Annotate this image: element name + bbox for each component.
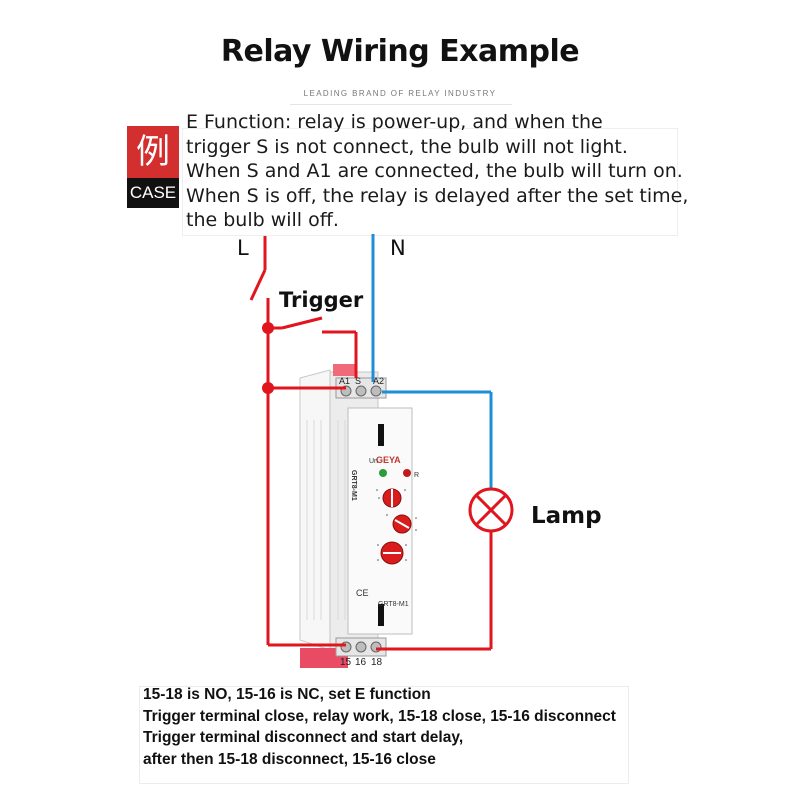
terminal-label: 18 [371,657,383,668]
relay-led-label: R [414,472,419,479]
relay-module: CE GEYA Un R GRT8-M1 GRT8-M1 [299,364,419,668]
housing-ribs [306,420,346,620]
junction-dot [262,382,274,394]
note-line: 15-18 is NO, 15-16 is NC, set E function [143,686,431,703]
terminal-label: S [355,376,361,386]
description-line: When S is off, the relay is delayed afte… [186,184,689,207]
notes-frame [139,686,629,784]
description-line: E Function: relay is power-up, and when … [186,111,603,133]
terminal-label: A2 [373,376,384,386]
note-line: Trigger terminal close, relay work, 15-1… [143,707,616,725]
note-line: after then 15-18 disconnect, 15-16 close [143,750,436,768]
neutral-label: N [390,236,406,260]
description-line: trigger S is not connect, the bulb will … [186,135,628,158]
description-line: the bulb will off. [186,209,339,231]
function-description: E Function: relay is power-up, and when … [186,110,689,233]
description-line: When S and A1 are connected, the bulb wi… [186,160,683,182]
page-title: Relay Wiring Example [220,34,580,69]
terminal-label: 16 [355,657,367,668]
brand-logo: GEYA [376,455,401,465]
line-label: L [237,236,249,260]
brand-subtitle: LEADING BRAND OF RELAY INDUSTRY [303,89,497,98]
lamp-label: Lamp [531,503,602,529]
case-label: CASE [127,178,179,208]
case-badge: 例 CASE [127,126,179,210]
trigger-label: Trigger [279,288,364,312]
terminal-label: 15 [340,657,352,668]
ce-mark: CE [356,588,369,598]
note-line: Trigger terminal disconnect and start de… [143,729,464,746]
power-led [379,469,387,477]
top-clip [333,364,355,376]
subtitle-divider [290,104,512,105]
description-frame [182,128,678,236]
neutral-wiring [371,234,493,488]
power-led-label: Un [369,458,378,465]
case-glyph: 例 [127,126,179,178]
lamp-symbol [468,487,514,533]
terminal-label: A1 [339,376,350,386]
junction-dot [262,322,274,334]
relay-led [403,469,411,477]
function-notes: 15-18 is NO, 15-16 is NC, set E function… [143,684,616,770]
scale-markings [376,489,417,561]
model-label: GRT8-M1 [378,601,409,608]
model-vertical: GRT8-M1 [350,470,357,501]
